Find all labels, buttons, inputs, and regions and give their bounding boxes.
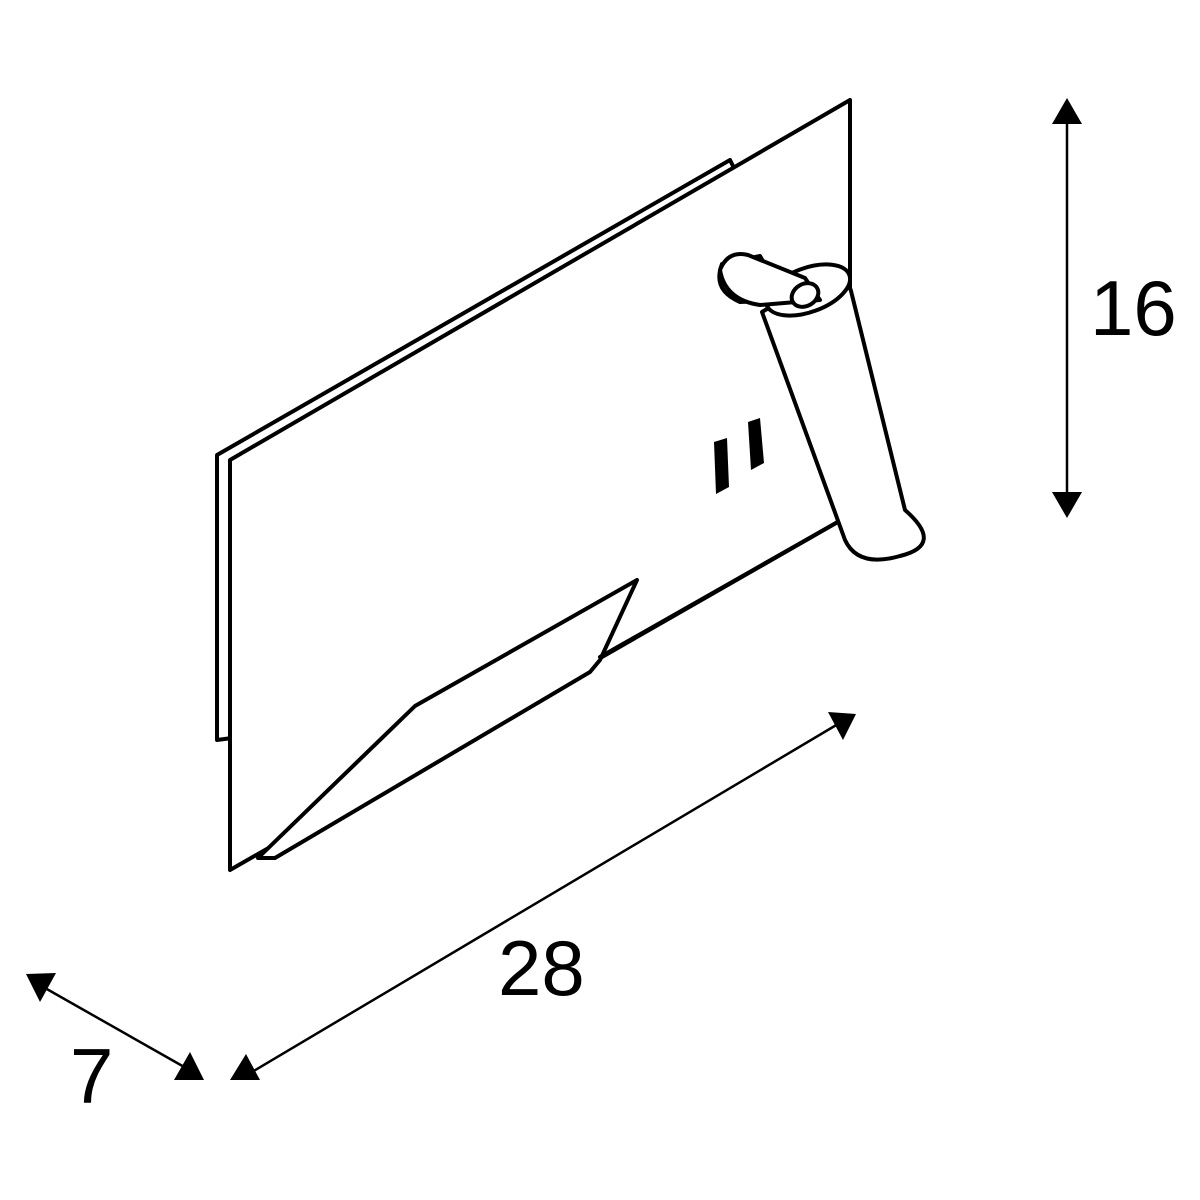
- height-dimension: 16: [1052, 98, 1177, 518]
- depth-label: 7: [70, 1032, 113, 1120]
- height-label: 16: [1090, 264, 1177, 352]
- width-label: 28: [498, 924, 585, 1012]
- width-dimension: 28: [230, 712, 856, 1080]
- depth-dimension: 7: [26, 973, 204, 1120]
- dimension-lines: 16 28 7: [26, 98, 1177, 1120]
- switch-right: [748, 418, 764, 470]
- wall-plate: [228, 98, 852, 872]
- tray-shelf: [256, 578, 639, 860]
- spot-head: [717, 252, 926, 562]
- lamp-body: [215, 98, 926, 872]
- switch-left: [714, 438, 729, 494]
